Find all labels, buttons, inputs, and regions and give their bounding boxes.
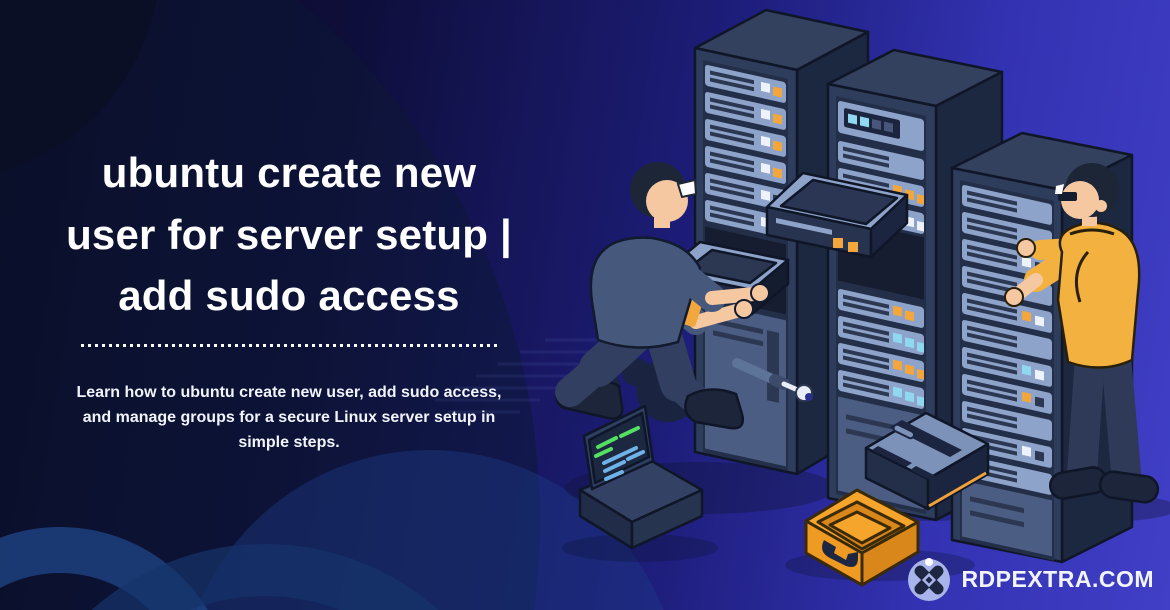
orange-toolbox	[804, 488, 920, 587]
subtitle: Learn how to ubuntu create new user, add…	[74, 381, 504, 455]
server-unit-case	[864, 411, 990, 511]
wrench	[732, 358, 813, 402]
open-drawer	[765, 171, 909, 259]
server-rack-3	[950, 131, 1134, 564]
dotted-divider	[81, 344, 497, 348]
subtitle-line-2: and manage groups for a secure Linux ser…	[82, 409, 496, 426]
crossed-tools-logo-icon	[908, 558, 951, 601]
title-line-3: add sudo access	[118, 272, 460, 320]
kneeling-technician	[555, 162, 770, 430]
terminal-laptop	[578, 404, 704, 550]
subtitle-line-3: simple steps.	[238, 433, 340, 451]
brand-name: RDPEXTRA.COM	[961, 565, 1154, 592]
subtitle-line-1: Learn how to ubuntu create new user, add…	[76, 384, 502, 402]
brand-logo: RDPEXTRA.COM	[906, 556, 1154, 602]
title-line-1: ubuntu create new	[101, 149, 477, 196]
standing-technician	[1004, 163, 1160, 504]
hero-text-block: ubuntu create new user for server setup …	[58, 142, 520, 456]
title-line-2: user for server setup |	[66, 210, 512, 258]
page-title: ubuntu create new user for server setup …	[58, 142, 520, 327]
